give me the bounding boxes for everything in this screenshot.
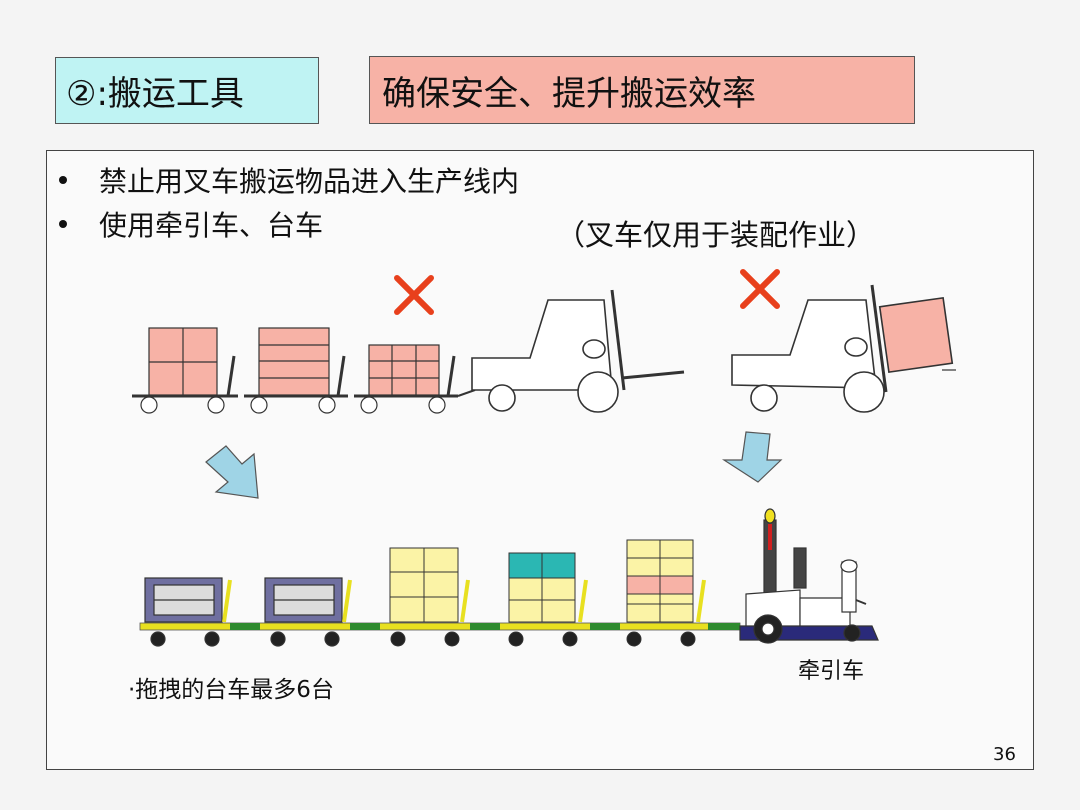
forklift-towing — [471, 289, 685, 413]
cross-icon — [394, 275, 434, 315]
bullet-dot-icon — [59, 220, 67, 228]
pallet-cart-2 — [244, 327, 348, 414]
tow-cart-5 — [626, 539, 706, 647]
tow-cart-1 — [144, 577, 232, 647]
section-label-box: ②:搬运工具 — [55, 57, 319, 124]
section-label: ②:搬运工具 — [66, 74, 244, 114]
tractor-label: 牵引车 — [798, 659, 865, 684]
forklift-note: （叉车仅用于装配作业） — [556, 218, 876, 252]
forklift-carrying — [731, 284, 956, 413]
pallet-cart-1 — [132, 327, 238, 414]
bullet-text: 禁止用叉车搬运物品进入生产线内 — [99, 165, 520, 198]
bullet-text: 使用牵引车、台车 — [99, 209, 324, 242]
tow-cart-2 — [264, 577, 352, 647]
bullet-item: 禁止用叉车搬运物品进入生产线内 — [46, 160, 519, 200]
tow-cart-4 — [508, 552, 588, 647]
bullet-dot-icon — [59, 176, 67, 184]
pallet-cart-3 — [354, 344, 458, 414]
headline: 确保安全、提升搬运效率 — [382, 73, 756, 114]
headline-box: 确保安全、提升搬运效率 — [369, 56, 915, 124]
down-arrow-icon — [721, 431, 783, 483]
tow-tractor — [739, 508, 879, 644]
tow-rail — [139, 622, 741, 631]
cross-icon — [740, 269, 780, 309]
page-number: 36 — [993, 744, 1016, 765]
max-cart-note: ·拖拽的台车最多6台 — [128, 677, 334, 703]
bullet-item: 使用牵引车、台车 — [46, 204, 323, 244]
down-arrow-icon — [205, 445, 259, 499]
tow-cart-3 — [389, 547, 470, 647]
